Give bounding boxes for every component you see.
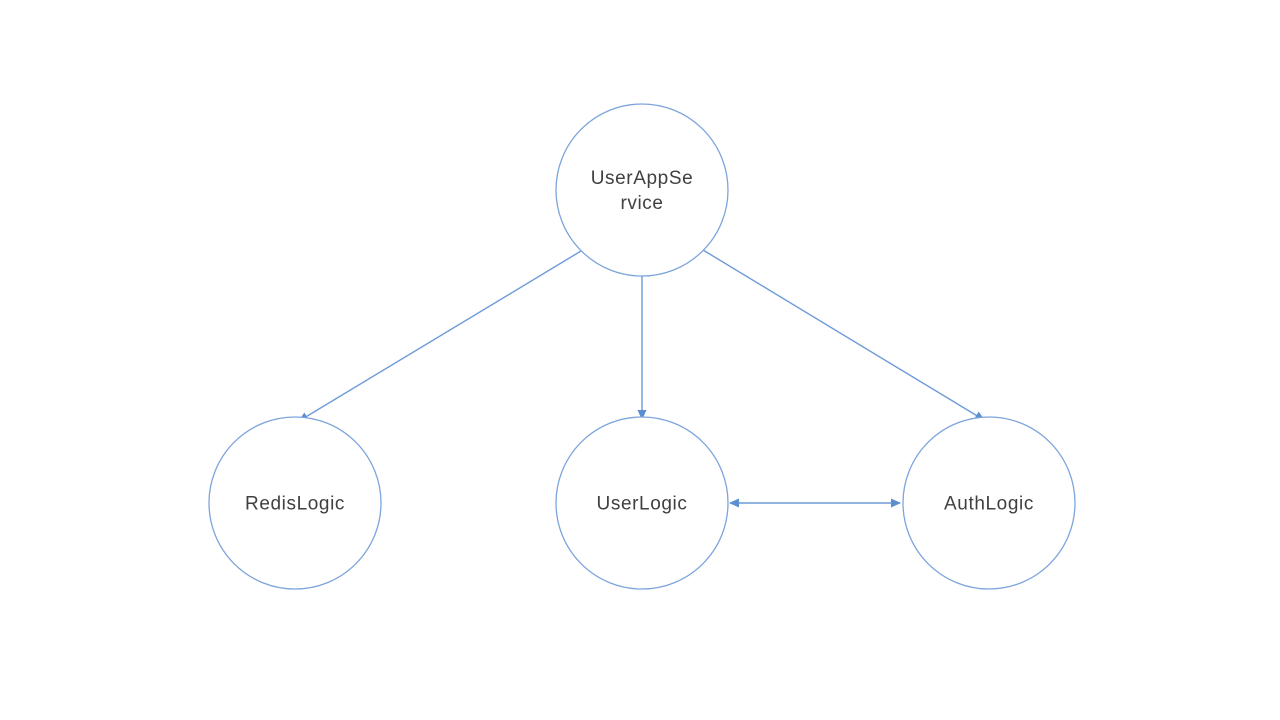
node-label-line: UserAppSe — [591, 168, 694, 189]
node-circle-user-app-service[interactable] — [555, 103, 729, 277]
node-label-line: UserLogic — [597, 494, 688, 515]
node-label-auth-logic: AuthLogic — [944, 494, 1034, 515]
edge-appservice-to-redislogic[interactable] — [298, 250, 582, 422]
node-circle-user-logic[interactable] — [555, 416, 729, 590]
node-circle-redis-logic[interactable] — [208, 416, 382, 590]
node-label-user-logic: UserLogic — [597, 494, 688, 515]
node-label-line: AuthLogic — [944, 494, 1034, 515]
node-label-line: rvice — [620, 193, 663, 214]
diagram-node-user-logic[interactable]: UserLogic — [555, 416, 729, 590]
node-label-user-app-service: UserAppSe rvice — [591, 168, 694, 214]
edges-layer — [298, 249, 985, 508]
node-label-line: RedisLogic — [245, 494, 345, 515]
edge-appservice-to-authlogic[interactable] — [702, 249, 985, 421]
node-label-redis-logic: RedisLogic — [245, 494, 345, 515]
diagram-node-auth-logic[interactable]: AuthLogic — [902, 416, 1076, 590]
diagram-node-user-app-service[interactable]: UserAppSe rvice — [555, 103, 729, 277]
diagram-node-redis-logic[interactable]: RedisLogic — [208, 416, 382, 590]
node-circle-auth-logic[interactable] — [902, 416, 1076, 590]
